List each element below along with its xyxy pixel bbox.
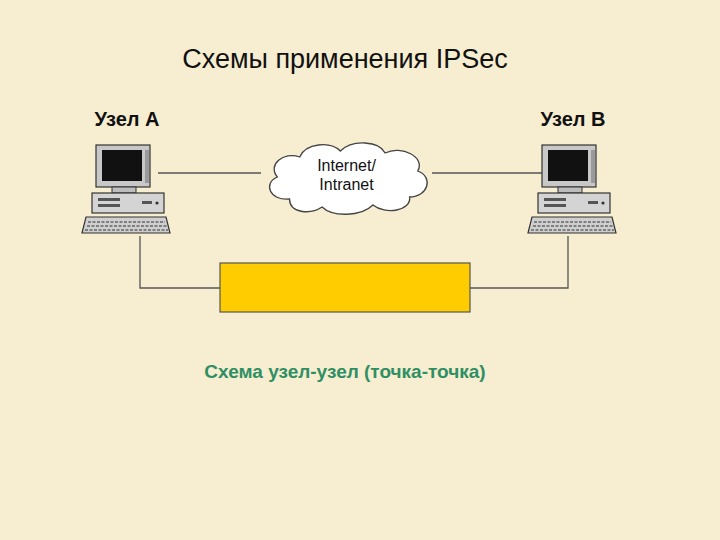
- diagram-caption: Схема узел-узел (точка-точка): [0, 361, 690, 383]
- diagram-title: Схемы применения IPSec: [0, 44, 690, 75]
- host-label: Узел В: [528, 108, 618, 131]
- network-link: [158, 172, 261, 173]
- host-node: Узел А: [82, 108, 172, 235]
- cloud-label: Internet/ Intranet: [259, 135, 434, 215]
- computer-icon: [82, 143, 172, 235]
- cloud-node: Internet/ Intranet: [259, 135, 434, 215]
- network-link: [432, 172, 542, 173]
- wire: [470, 236, 568, 288]
- host-node: Узел В: [528, 108, 618, 235]
- cloud-outline: [259, 135, 434, 215]
- host-label: Узел А: [82, 108, 172, 131]
- wire: [140, 236, 220, 288]
- cloud-text: Internet/ Intranet: [307, 156, 387, 194]
- computer: [82, 143, 172, 235]
- computer: [528, 143, 618, 235]
- computer-icon: [528, 143, 618, 235]
- tunnel-box: [220, 263, 470, 312]
